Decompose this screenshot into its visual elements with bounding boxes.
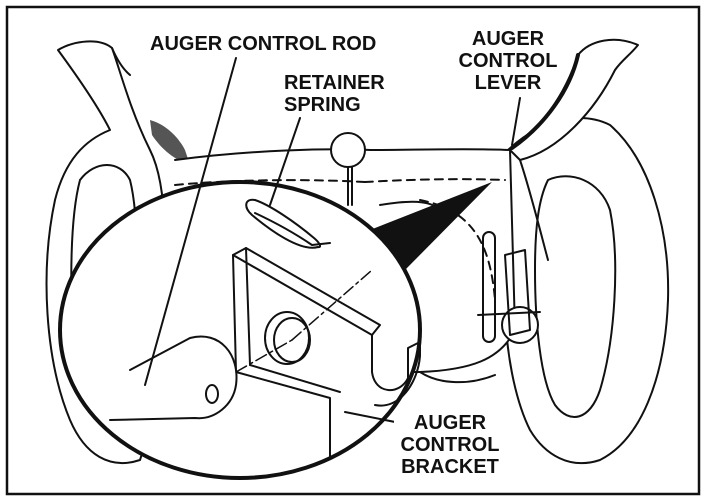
top-knob <box>330 132 366 168</box>
control-rod-end <box>109 335 238 421</box>
label-auger-control-bracket: AUGER CONTROL BRACKET <box>394 412 506 478</box>
right-handle <box>504 38 670 465</box>
label-retainer-spring: RETAINER SPRING <box>284 72 385 116</box>
label-auger-control-rod: AUGER CONTROL ROD <box>150 33 377 55</box>
callout-wedge <box>370 182 492 270</box>
label-auger-control-lever: AUGER CONTROL LEVER <box>458 28 558 94</box>
leader-retainer-spring <box>269 117 301 206</box>
detail-contents <box>109 198 421 459</box>
retainer-spring-clip <box>245 198 322 249</box>
bracket-plate <box>232 247 381 336</box>
leader-auger-control-rod <box>144 57 237 386</box>
leader-auger-control-lever <box>511 97 521 146</box>
